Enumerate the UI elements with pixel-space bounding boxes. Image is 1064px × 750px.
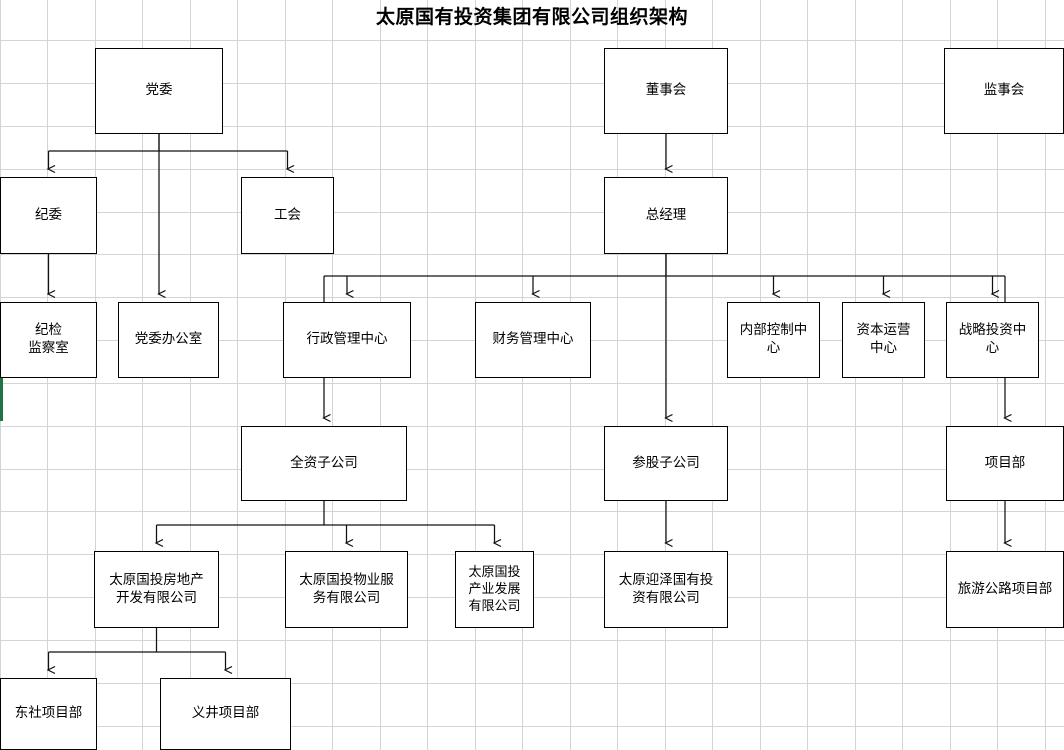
grid-line-horizontal — [0, 212, 1064, 213]
org-node-zltz[interactable]: 战略投资中 心 — [946, 302, 1039, 378]
org-node-cangu[interactable]: 参股子公司 — [604, 426, 728, 501]
org-node-label: 义井项目部 — [191, 705, 260, 722]
org-node-label: 财务管理中心 — [492, 331, 574, 348]
org-node-nbkz[interactable]: 内部控制中 心 — [727, 302, 820, 378]
grid-line-horizontal — [0, 254, 1064, 255]
org-node-label: 资本运营 中心 — [856, 322, 911, 356]
page-title: 太原国有投资集团有限公司组织架构 — [375, 6, 688, 28]
grid-line-horizontal — [0, 383, 1064, 384]
org-node-label: 党委 — [145, 82, 173, 99]
org-node-yingze[interactable]: 太原迎泽国有投 资有限公司 — [604, 551, 728, 628]
grid-line-horizontal — [0, 469, 1064, 470]
grid-line-vertical — [617, 0, 618, 750]
org-node-cwgl[interactable]: 财务管理中心 — [475, 302, 591, 378]
org-node-label: 全资子公司 — [290, 454, 358, 471]
org-node-label: 工会 — [274, 206, 301, 223]
grid-line-horizontal — [0, 126, 1064, 127]
grid-line-horizontal — [0, 83, 1064, 84]
org-node-label: 太原国投房地产 开发有限公司 — [109, 571, 204, 606]
org-node-xiangmubu[interactable]: 项目部 — [946, 426, 1064, 501]
grid-line-horizontal — [0, 169, 1064, 170]
org-node-yijing[interactable]: 义井项目部 — [160, 678, 291, 750]
grid-line-vertical — [237, 0, 238, 750]
grid-line-horizontal — [0, 426, 1064, 427]
org-node-label: 总经理 — [645, 206, 687, 223]
org-node-dongshihui[interactable]: 董事会 — [604, 48, 728, 134]
org-node-label: 项目部 — [984, 454, 1026, 471]
grid-line-horizontal — [0, 511, 1064, 512]
grid-line-horizontal — [0, 726, 1064, 727]
org-node-jijian[interactable]: 纪检 监察室 — [0, 302, 97, 378]
org-node-label: 战略投资中 心 — [958, 322, 1027, 356]
org-node-label: 东社项目部 — [14, 705, 83, 722]
grid-line-vertical — [712, 0, 713, 750]
grid-line-horizontal — [0, 683, 1064, 684]
org-node-zongjingli[interactable]: 总经理 — [604, 177, 728, 254]
org-node-label: 太原国投 产业发展 有限公司 — [468, 564, 521, 615]
org-node-label: 太原迎泽国有投 资有限公司 — [618, 571, 714, 606]
org-node-dongshe[interactable]: 东社项目部 — [0, 678, 97, 750]
grid-line-vertical — [1045, 0, 1046, 750]
grid-line-horizontal — [0, 640, 1064, 641]
org-node-label: 董事会 — [645, 82, 687, 99]
org-node-quanzi[interactable]: 全资子公司 — [241, 426, 407, 501]
org-node-lvyou[interactable]: 旅游公路项目部 — [946, 551, 1064, 628]
org-node-zbyy[interactable]: 资本运营 中心 — [842, 302, 925, 378]
org-node-label: 内部控制中 心 — [739, 322, 808, 356]
org-node-dwbgs[interactable]: 党委办公室 — [118, 302, 219, 378]
org-node-label: 太原国投物业服 务有限公司 — [299, 571, 394, 606]
org-node-jianshihui[interactable]: 监事会 — [944, 48, 1064, 134]
org-node-fangdichan[interactable]: 太原国投房地产 开发有限公司 — [94, 551, 219, 628]
cell-selection-accent — [0, 377, 3, 421]
org-node-label: 旅游公路项目部 — [957, 580, 1053, 597]
grid-line-vertical — [427, 0, 428, 750]
grid-line-horizontal — [0, 40, 1064, 41]
org-node-xzgl[interactable]: 行政管理中心 — [283, 302, 411, 378]
org-node-label: 参股子公司 — [632, 454, 700, 471]
org-node-label: 监事会 — [983, 82, 1025, 99]
org-node-dangwei[interactable]: 党委 — [95, 48, 223, 134]
org-node-gonghui[interactable]: 工会 — [241, 177, 334, 254]
org-node-chanye[interactable]: 太原国投 产业发展 有限公司 — [455, 551, 534, 628]
org-node-label: 纪检 监察室 — [28, 322, 69, 356]
org-node-wuye[interactable]: 太原国投物业服 务有限公司 — [285, 551, 408, 628]
org-node-jiwei[interactable]: 纪委 — [0, 177, 97, 254]
org-node-label: 党委办公室 — [134, 331, 203, 348]
org-node-label: 行政管理中心 — [306, 331, 388, 348]
org-node-label: 纪委 — [35, 206, 62, 223]
